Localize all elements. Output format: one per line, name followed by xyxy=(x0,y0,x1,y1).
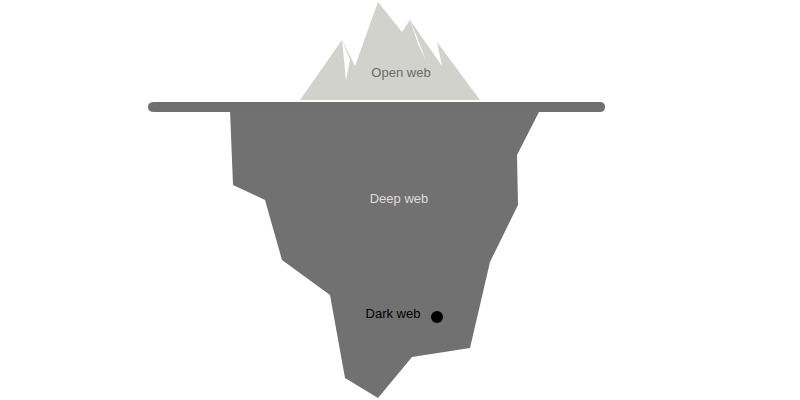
iceberg-shape xyxy=(300,2,480,100)
tier-label: Deep web xyxy=(370,191,429,207)
iceberg-tip-outline xyxy=(300,0,482,102)
iceberg-shape xyxy=(148,102,605,112)
tier-label: Open web xyxy=(371,65,430,81)
marker-dot xyxy=(431,311,443,323)
iceberg-body-outline xyxy=(148,100,606,400)
iceberg-shape xyxy=(342,40,350,80)
iceberg-body: Deep webDark web xyxy=(148,100,606,400)
iceberg-shape xyxy=(410,20,426,60)
tier-label: Dark web xyxy=(366,306,421,322)
iceberg-shape xyxy=(230,110,540,398)
iceberg-tip: Open web xyxy=(300,0,482,102)
